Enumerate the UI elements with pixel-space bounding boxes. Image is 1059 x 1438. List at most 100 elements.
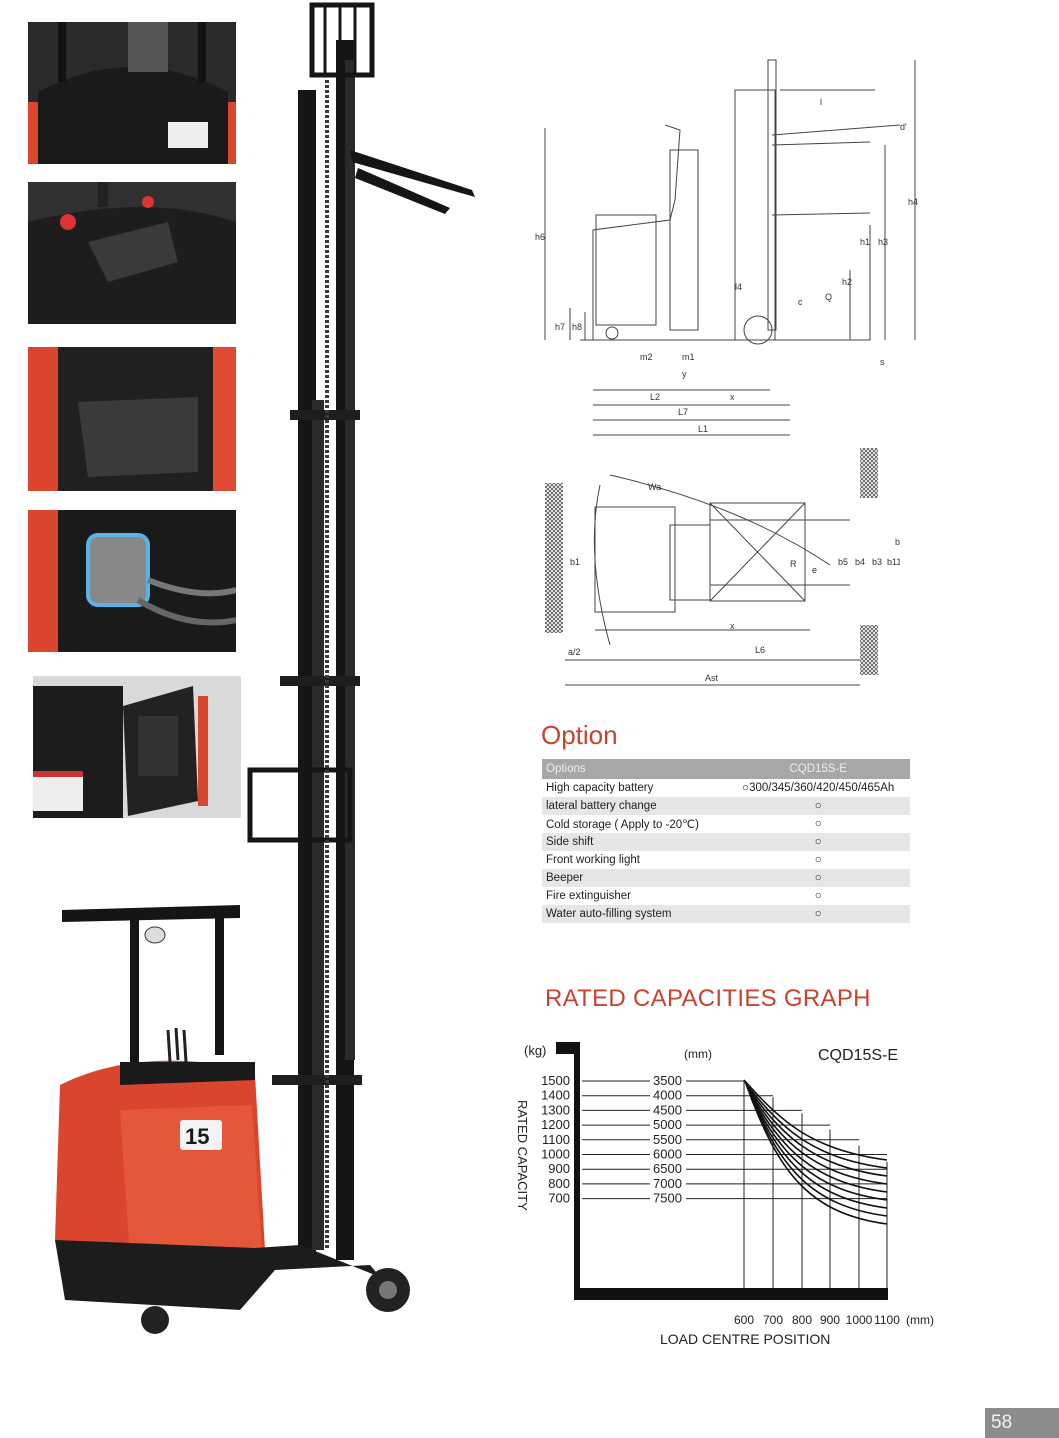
y-tick-label: 1500 bbox=[541, 1073, 570, 1088]
dim-label: L7 bbox=[678, 407, 688, 417]
dim-label: R bbox=[790, 559, 797, 569]
lift-height-label: 3500 bbox=[653, 1073, 682, 1088]
dim-label: h7 bbox=[555, 322, 565, 332]
dim-label: Ast bbox=[705, 673, 719, 683]
dim-label: h1 bbox=[860, 237, 870, 247]
detail-photo-controls bbox=[28, 182, 236, 324]
option-value: ○ bbox=[726, 833, 910, 851]
option-value: ○ bbox=[726, 869, 910, 887]
y-tick-label: 700 bbox=[548, 1191, 570, 1206]
dim-label: b3 bbox=[872, 557, 882, 567]
option-header-label: Options bbox=[542, 759, 727, 779]
y-tick-label: 900 bbox=[548, 1161, 570, 1176]
dim-label: h8 bbox=[572, 322, 582, 332]
dim-label: b5 bbox=[838, 557, 848, 567]
dim-label: b11 bbox=[887, 557, 900, 567]
dim-label: l bbox=[820, 97, 822, 107]
svg-text:15: 15 bbox=[185, 1124, 209, 1149]
option-label: Fire extinguisher bbox=[546, 890, 632, 902]
y-tick-label: 1000 bbox=[541, 1147, 570, 1162]
dim-label: m2 bbox=[640, 352, 653, 362]
height-label-bg bbox=[650, 1075, 686, 1087]
option-label: lateral battery change bbox=[542, 797, 727, 815]
y-tick-label: 1100 bbox=[542, 1132, 570, 1147]
table-row: Side shift○ bbox=[542, 833, 910, 851]
dim-label: m1 bbox=[682, 352, 695, 362]
dim-label: L6 bbox=[755, 645, 765, 655]
option-value: ○ bbox=[814, 854, 822, 866]
detail-photo-dashboard bbox=[28, 22, 236, 164]
x-tick-label: 900 bbox=[820, 1313, 840, 1327]
lift-height-label: 6500 bbox=[653, 1161, 682, 1176]
model-label: CQD15S-E bbox=[818, 1047, 898, 1064]
dim-label: x bbox=[730, 392, 735, 402]
height-label-bg bbox=[650, 1089, 686, 1102]
dim-label: h4 bbox=[908, 197, 918, 207]
dim-label: L2 bbox=[650, 392, 660, 402]
height-label-bg bbox=[650, 1104, 686, 1117]
option-header-model: CQD15S-E bbox=[726, 759, 910, 779]
rated-capacities-title: RATED CAPACITIES GRAPH bbox=[545, 985, 871, 1012]
height-unit-label: (mm) bbox=[684, 1047, 712, 1061]
detail-photo-display bbox=[33, 676, 241, 818]
y-tick-label: 1200 bbox=[541, 1117, 570, 1132]
x-tick-label: 1000 bbox=[846, 1313, 873, 1327]
capacity-curve bbox=[750, 1097, 888, 1217]
option-label: Water auto-filling system bbox=[542, 905, 727, 923]
dim-label: y bbox=[682, 369, 687, 379]
table-row: Front working light ○ bbox=[542, 851, 910, 869]
table-row: lateral battery change○ bbox=[542, 797, 910, 815]
dim-label: Q bbox=[825, 292, 832, 302]
dim-label: d' bbox=[900, 122, 907, 132]
dim-label: c bbox=[798, 297, 803, 307]
table-row: Fire extinguisher ○ bbox=[542, 887, 910, 905]
capacity-curve bbox=[748, 1092, 888, 1201]
lift-height-label: 4500 bbox=[653, 1102, 682, 1117]
x-unit-label: (mm) bbox=[906, 1313, 934, 1327]
dim-label: s bbox=[880, 357, 885, 367]
page-number: 58 bbox=[985, 1408, 1059, 1438]
height-label-bg bbox=[650, 1163, 686, 1176]
dim-label: h3 bbox=[878, 237, 888, 247]
x-tick-label: 600 bbox=[734, 1313, 754, 1327]
dim-label: l4 bbox=[735, 282, 742, 292]
option-value: ○ bbox=[814, 818, 822, 830]
height-label-bg bbox=[650, 1133, 686, 1146]
y-tick-label: 1300 bbox=[541, 1102, 570, 1117]
capacity-curve bbox=[751, 1099, 888, 1225]
lift-height-label: 5000 bbox=[653, 1117, 682, 1132]
capacity-curve bbox=[744, 1082, 888, 1169]
option-title: Option bbox=[541, 720, 618, 750]
detail-photo-floor-mat bbox=[28, 347, 236, 491]
dim-label: b1 bbox=[570, 557, 580, 567]
reach-truck-image: 15 bbox=[40, 0, 500, 1345]
lift-height-label: 7000 bbox=[653, 1176, 682, 1191]
height-label-bg bbox=[650, 1192, 686, 1205]
option-label: Beeper bbox=[542, 869, 727, 887]
lift-height-label: 7500 bbox=[653, 1191, 682, 1206]
dim-label: h2 bbox=[842, 277, 852, 287]
y-tick-label: 1400 bbox=[541, 1088, 570, 1103]
dim-label: x bbox=[730, 621, 735, 631]
option-value: ○ bbox=[726, 797, 910, 815]
height-label-bg bbox=[650, 1177, 686, 1190]
rated-capacities-graph: (kg) (mm) CQD15S-E RATED CAPACITY LOAD C… bbox=[510, 1030, 950, 1360]
x-tick-label: 1100 bbox=[874, 1313, 900, 1327]
top-view-technical-drawing: Wa b1 R e b5 b4 b3 b11 b12 x L6 Ast a/2 bbox=[540, 445, 910, 690]
y-tick-label: 800 bbox=[548, 1176, 570, 1191]
option-label: Cold storage ( Apply to -20℃) bbox=[546, 819, 699, 831]
capacity-curve bbox=[746, 1087, 888, 1185]
lift-height-label: 4000 bbox=[653, 1088, 682, 1103]
dim-label: e bbox=[812, 565, 817, 575]
capacity-curve bbox=[747, 1089, 888, 1193]
table-row: Beeper○ bbox=[542, 869, 910, 887]
option-value: ○ bbox=[814, 890, 822, 902]
dim-label: b4 bbox=[855, 557, 865, 567]
table-row: Cold storage ( Apply to -20℃) ○ bbox=[542, 815, 910, 833]
option-label: Side shift bbox=[542, 833, 727, 851]
height-label-bg bbox=[650, 1148, 686, 1161]
side-view-technical-drawing: h6 h7 h8 m2 m1 y L2 x L7 L1 l h1 h2 h3 h… bbox=[530, 50, 930, 445]
lift-height-label: 6000 bbox=[653, 1147, 682, 1162]
option-label: Front working light bbox=[546, 854, 640, 866]
capacity-curve bbox=[745, 1084, 888, 1177]
